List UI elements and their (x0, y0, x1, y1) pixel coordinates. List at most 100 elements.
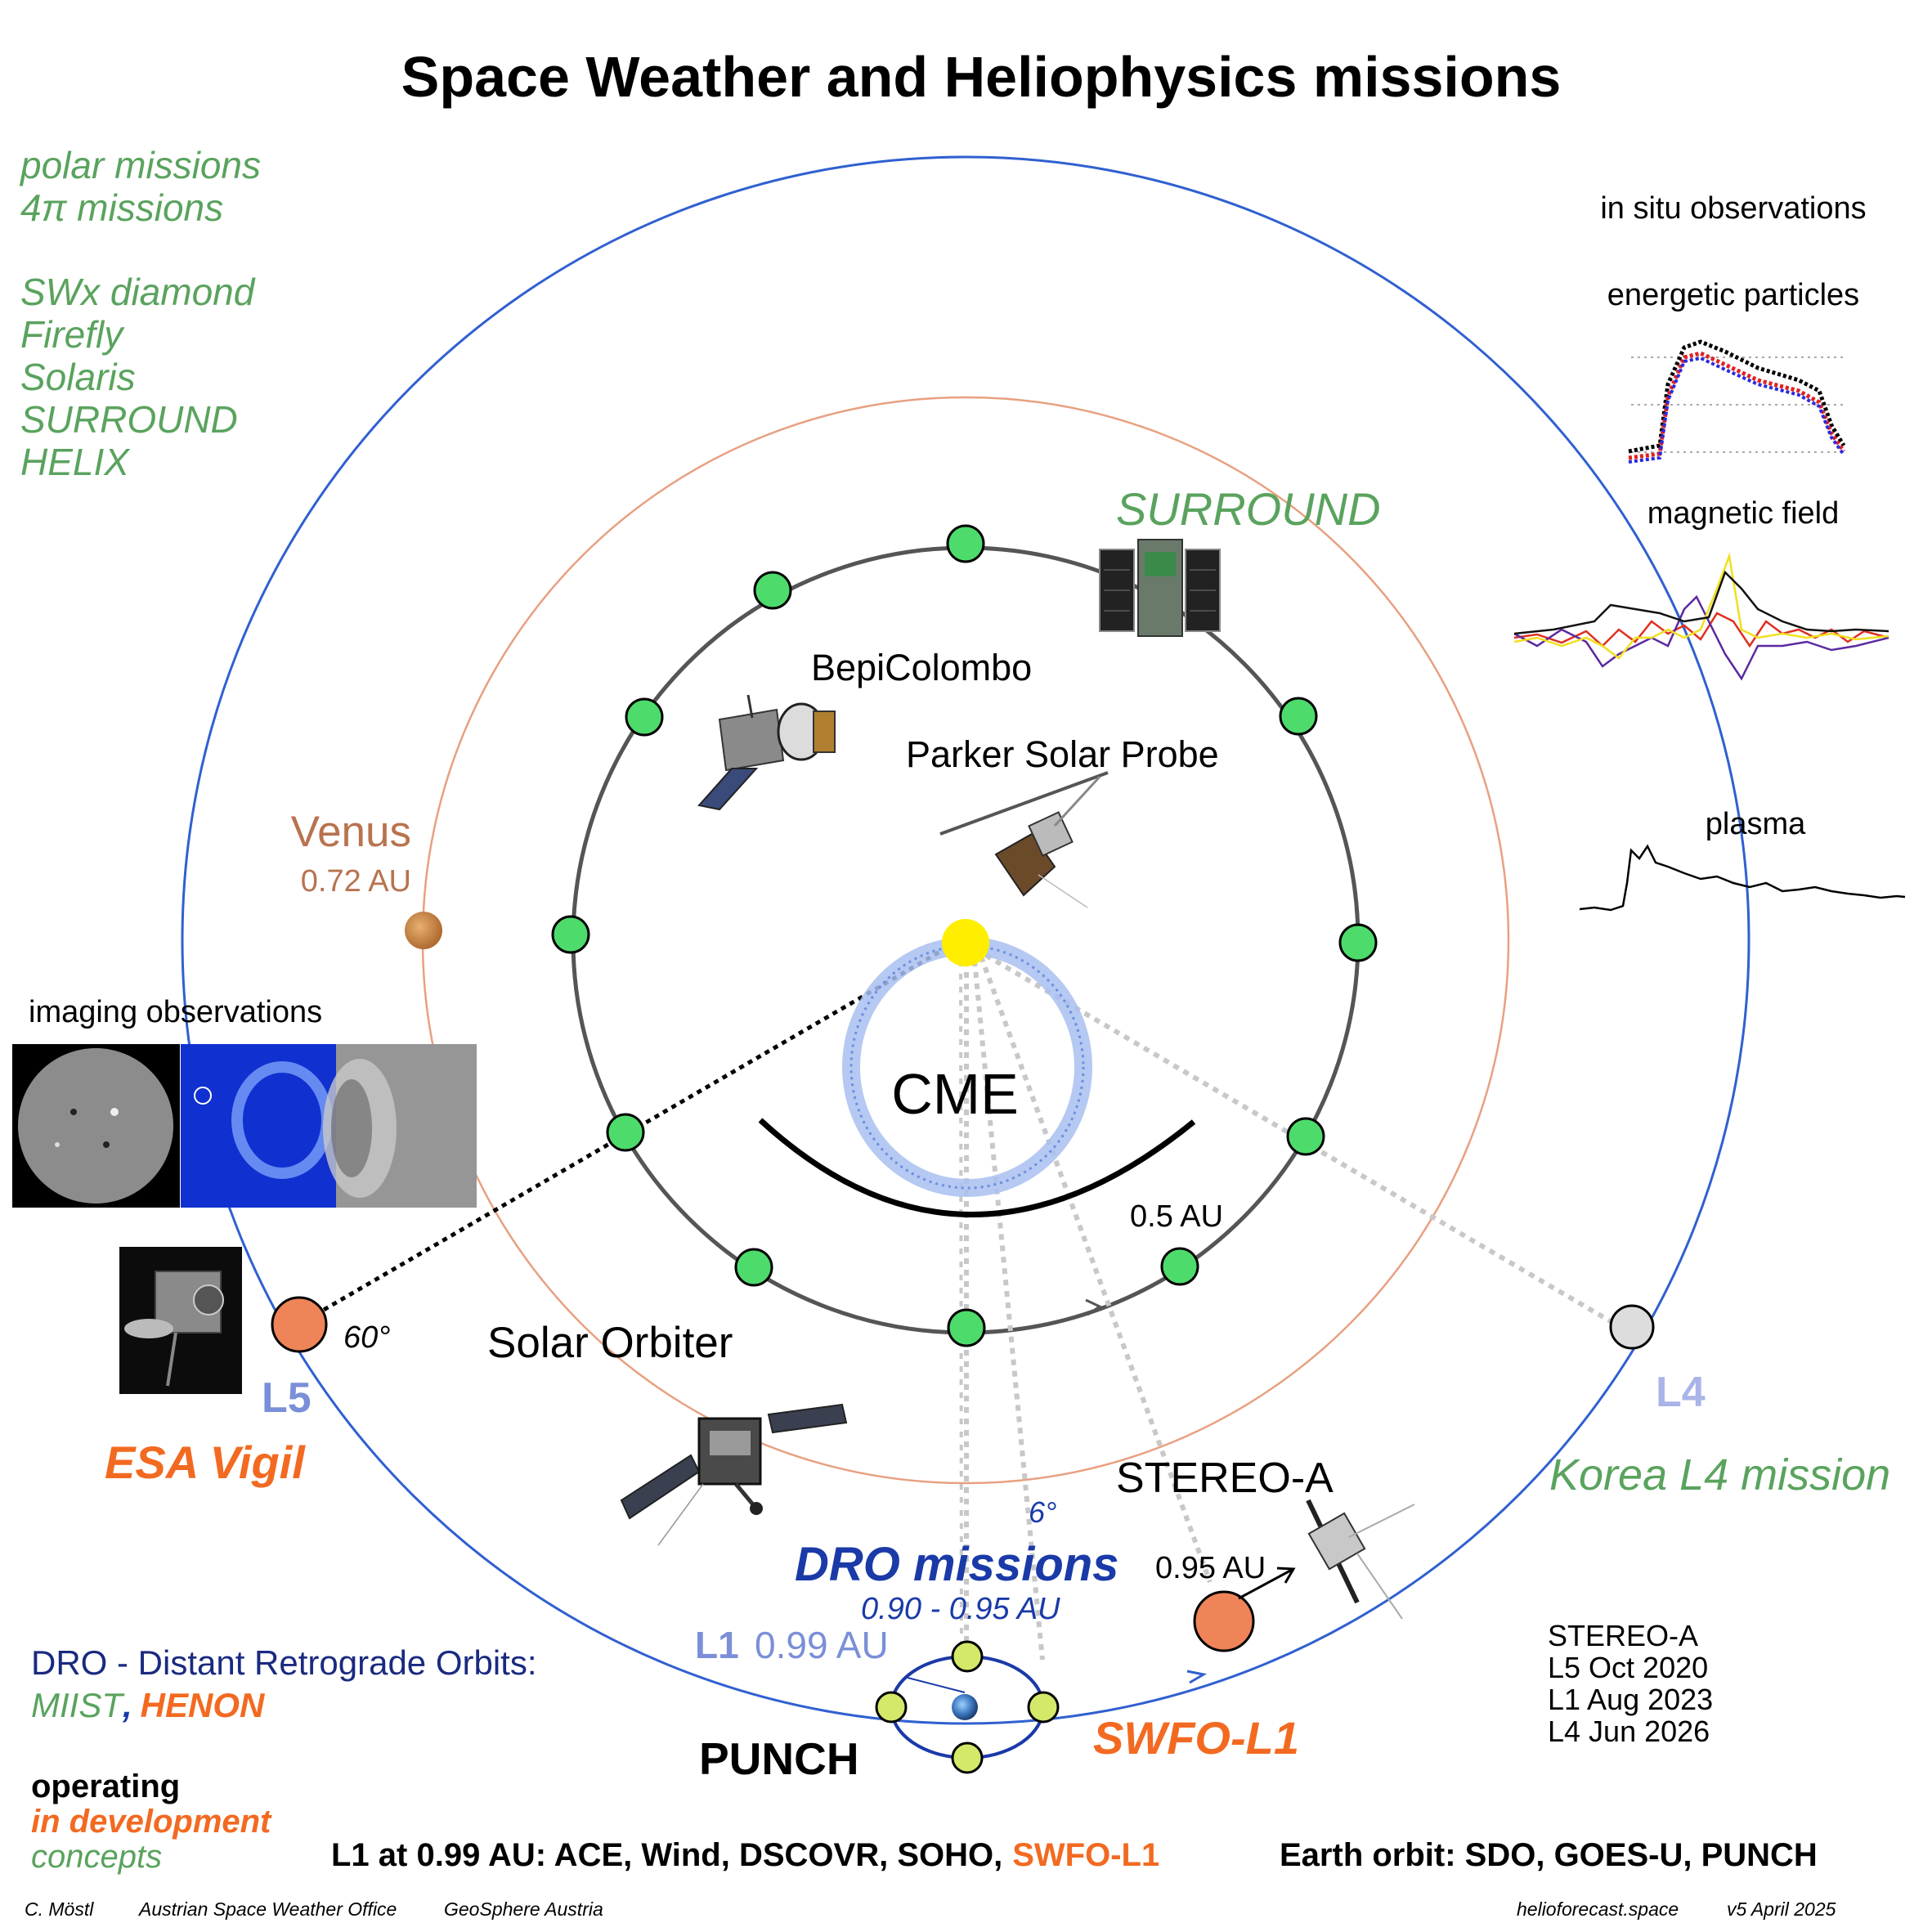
dro-angle-label: 6° (1029, 1495, 1056, 1529)
legend-operating: operating (31, 1768, 180, 1804)
concept-item: HELIX (20, 441, 131, 483)
imaging-panel (12, 1044, 477, 1208)
sun (942, 919, 989, 966)
earth-l1-link (907, 1677, 966, 1693)
stereo-a-arrow (1238, 1568, 1293, 1600)
vigil-spacecraft-icon (119, 1247, 242, 1394)
swfo-label: SWFO-L1 (1093, 1712, 1299, 1764)
dro-mission-names: MIIST,HENON (31, 1686, 266, 1724)
credit-author: C. Möstl (25, 1898, 94, 1920)
sun-stereo-line (979, 955, 1213, 1584)
henon-label: HENON (141, 1686, 266, 1724)
imaging-heading: imaging observations (29, 995, 322, 1029)
station-dot (625, 697, 664, 737)
legend-development: in development (31, 1804, 272, 1840)
stereo-a-arrowhead (1276, 1567, 1296, 1584)
l1-label: L1 (695, 1624, 739, 1666)
concept-item: SURROUND (20, 398, 238, 441)
l4-label: L4 (1656, 1369, 1706, 1416)
stereo-a-point (1193, 1590, 1255, 1652)
l5-sun-line (297, 942, 954, 1327)
l4-point (1609, 1304, 1655, 1350)
surround-spacecraft-icon (1099, 539, 1221, 637)
l5-point (271, 1296, 328, 1353)
plasma-label: plasma (1706, 807, 1806, 841)
dro-range-label: 0.90 - 0.95 AU (861, 1592, 1060, 1626)
website-label: helioforecast.space (1517, 1898, 1679, 1920)
station-dot (947, 1308, 986, 1347)
dro-point (951, 1640, 984, 1673)
legend-concepts: concepts (31, 1839, 162, 1875)
concept-item: SWx diamond (20, 271, 256, 313)
stereo-a-label: STEREO-A (1116, 1455, 1334, 1502)
station-dot (606, 1113, 645, 1152)
station-dot (734, 1248, 773, 1287)
station-dot (1286, 1117, 1325, 1156)
version-label: v5 April 2025 (1727, 1898, 1836, 1920)
parker-label: Parker Solar Probe (906, 733, 1219, 775)
dro-missions-label: DRO missions (795, 1538, 1118, 1591)
cme-shock-front (758, 1118, 1196, 1217)
energetic-particles-label: energetic particles (1607, 278, 1859, 312)
stereo-history-item: L4 Jun 2026 (1548, 1715, 1710, 1748)
orbit-arrow-inner (1085, 1298, 1103, 1316)
stereo-history-item: L5 Oct 2020 (1548, 1651, 1708, 1684)
earth-planet (952, 1694, 978, 1720)
esa-vigil-label: ESA Vigil (105, 1437, 306, 1488)
stereo-history: STEREO-A L5 Oct 2020 L1 Aug 2023 L4 Jun … (1548, 1619, 1713, 1748)
korea-l4-label: Korea L4 mission (1549, 1450, 1890, 1499)
dro-point (875, 1691, 908, 1724)
credit-office: Austrian Space Weather Office (137, 1898, 397, 1920)
half-au-label: 0.5 AU (1130, 1199, 1223, 1234)
concept-item: Firefly (20, 313, 125, 356)
earth-orbit (181, 155, 1750, 1725)
dro-point (951, 1741, 984, 1774)
credit-geosphere: GeoSphere Austria (444, 1898, 603, 1920)
stereo-a-spacecraft-icon (1306, 1499, 1415, 1620)
concept-item: polar missions (19, 144, 261, 186)
station-dot (1279, 697, 1318, 736)
magnetic-field-plot (1513, 552, 1889, 681)
station-dot (551, 915, 590, 954)
cme-cloud-edge (849, 944, 1085, 1190)
station-dot (753, 571, 792, 610)
cme-label: CME (891, 1062, 1019, 1126)
dro-comma: , (122, 1686, 132, 1724)
orbit-arrow-earth (1186, 1670, 1208, 1684)
parker-solar-probe-icon (939, 771, 1109, 908)
footer-l1-list: L1 at 0.99 AU: ACE, Wind, DSCOVR, SOHO, S… (331, 1837, 1159, 1873)
magnetic-field-label: magnetic field (1647, 496, 1839, 531)
plasma-plot (1579, 844, 1906, 912)
bepicolombo-label: BepiColombo (811, 647, 1032, 688)
solar-orbiter-icon (620, 1403, 848, 1546)
footer-earth-orbit: Earth orbit: SDO, GOES-U, PUNCH (1280, 1837, 1818, 1873)
l5-angle-label: 60° (343, 1320, 390, 1355)
solar-orbiter-label: Solar Orbiter (487, 1319, 733, 1367)
footer-l1-swfo: SWFO-L1 (1012, 1837, 1159, 1873)
stereo-history-item: STEREO-A (1548, 1619, 1698, 1652)
l1-au-label: 0.99 AU (755, 1624, 889, 1666)
l5-label: L5 (262, 1374, 312, 1422)
surround-label: SURROUND (1116, 483, 1381, 535)
stereo-au-label: 0.95 AU (1155, 1551, 1266, 1585)
sun-dro-line (972, 960, 1045, 1661)
dro-explanation: DRO - Distant Retrograde Orbits: (31, 1643, 537, 1682)
energetic-particles-plot (1628, 339, 1846, 464)
footer-l1-prefix: L1 at 0.99 AU: ACE, Wind, DSCOVR, SOHO, (331, 1837, 1002, 1873)
surround-stations (551, 524, 1378, 1347)
dro-spacecraft-points (875, 1640, 1060, 1774)
page-title: Space Weather and Heliophysics missions (401, 45, 1562, 109)
stereo-history-item: L1 Aug 2023 (1548, 1683, 1713, 1716)
venus-au-label: 0.72 AU (301, 864, 411, 899)
bepicolombo-spacecraft-icon (697, 694, 836, 811)
venus-planet (405, 912, 442, 949)
dro-point (1027, 1691, 1060, 1724)
venus-label: Venus (291, 808, 411, 856)
miist-label: MIIST (31, 1686, 125, 1724)
magnetogram-sun-disk (18, 1048, 173, 1204)
punch-label: PUNCH (699, 1733, 859, 1784)
concept-item: 4π missions (20, 186, 223, 229)
station-dot (1160, 1247, 1199, 1286)
concepts-list: polar missions 4π missions SWx diamond F… (19, 144, 261, 483)
